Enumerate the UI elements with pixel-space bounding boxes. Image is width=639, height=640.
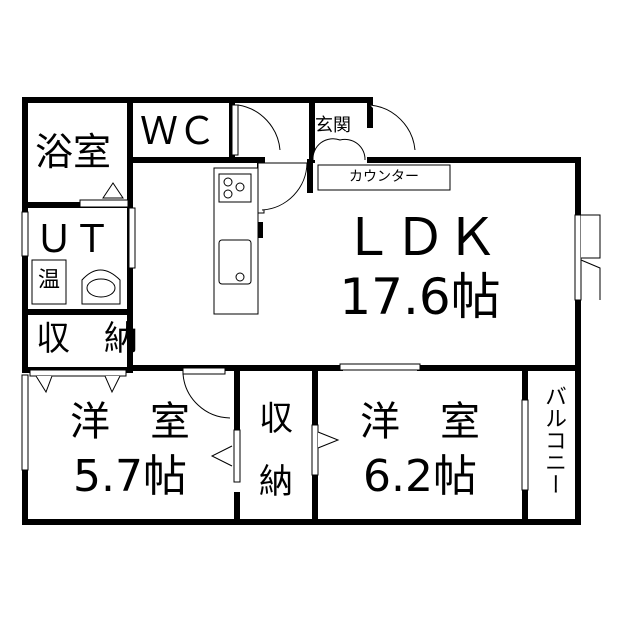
room-label-bedroom2: 洋 室 bbox=[360, 399, 480, 445]
balcony-label: バルコニー bbox=[541, 385, 566, 495]
room-size-bedroom1: 5.7帖 bbox=[73, 451, 187, 502]
water-heater-label: 温 bbox=[37, 268, 60, 293]
room-label-wc: ＷＣ bbox=[140, 109, 217, 153]
room-label-entrance: 玄関 bbox=[315, 115, 351, 136]
room-label-ut: ＵＴ bbox=[35, 217, 112, 261]
counter-label: カウンター bbox=[349, 169, 419, 185]
room-label-ldk: ＬＤＫ bbox=[341, 208, 498, 268]
room-label-storage-mid-1: 収 bbox=[259, 399, 293, 439]
room-size-bedroom2: 6.2帖 bbox=[363, 451, 477, 502]
walls bbox=[22, 97, 581, 525]
room-label-storage-mid-2: 納 bbox=[259, 462, 293, 502]
room-size-ldk: 17.6帖 bbox=[339, 268, 501, 326]
room-label-bath: 浴室 bbox=[35, 130, 112, 174]
room-label-storage-left: 収 納 bbox=[36, 319, 138, 359]
fixtures bbox=[21, 104, 601, 522]
room-label-bedroom1: 洋 室 bbox=[70, 399, 190, 445]
